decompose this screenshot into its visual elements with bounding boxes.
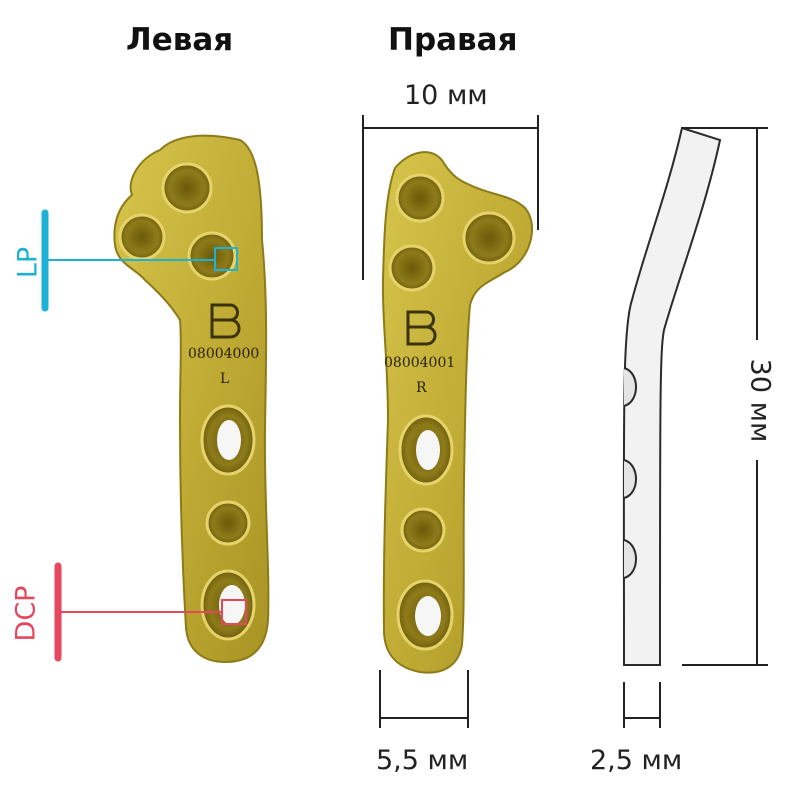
thickness-dimension-label: 2,5 мм [590,745,683,776]
width-dimension-label: 10 мм [404,80,488,111]
right-plate-code: 08004001 [384,355,455,371]
right-hole-3 [388,244,436,292]
left-hole-1 [161,162,213,214]
right-hole-6-slot [415,596,441,636]
lp-marker [41,209,238,312]
left-hole-3 [187,231,237,281]
right-plate [381,151,534,674]
side-bump-1 [623,367,637,407]
left-hole-2 [118,213,166,261]
right-hole-1 [395,173,445,223]
right-hole-4-slot [416,430,440,470]
left-logo-icon [210,303,241,339]
side-profile-view [622,126,722,666]
right-plate-side: R [416,380,427,396]
side-bump-2 [623,459,637,499]
left-plate-title: Левая [126,22,234,58]
left-hole-5 [205,500,251,546]
left-plate-code: 08004000 [188,346,259,362]
side-profile-body [622,126,722,666]
left-plate [113,134,270,664]
right-hole-2 [462,211,516,265]
right-logo-icon [406,310,437,346]
dimension-lines [362,115,768,728]
right-plate-title: Правая [388,22,518,58]
dcp-marker [54,562,247,662]
shaft-width-dimension-label: 5,5 мм [376,745,469,776]
left-hole-4-slot [217,420,241,460]
left-hole-6-slot [219,585,245,625]
side-bump-3 [623,539,637,579]
right-hole-5 [400,507,446,553]
left-plate-side: L [220,371,229,387]
